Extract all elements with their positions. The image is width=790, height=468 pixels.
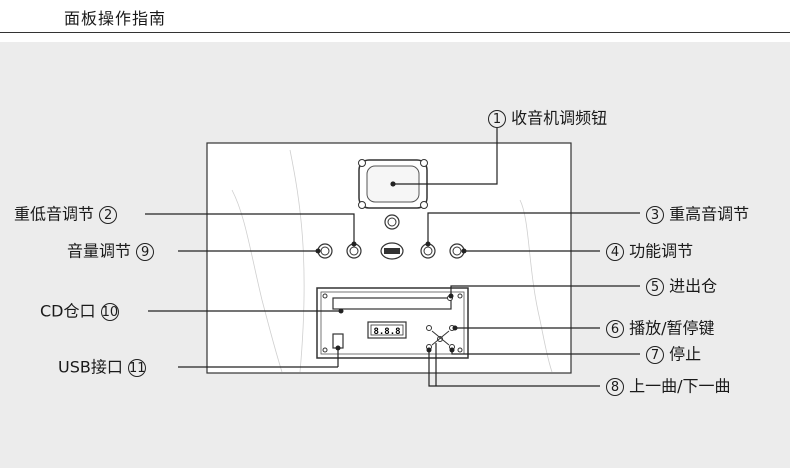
led-readout: 8.8.8 xyxy=(373,327,400,337)
callout-treble: 3 重高音调节 xyxy=(646,204,749,225)
callout-text: 播放/暂停键 xyxy=(629,318,715,338)
callout-text: 重低音调节 xyxy=(14,204,95,224)
tuning-knob xyxy=(384,214,400,230)
function-knob xyxy=(449,243,465,259)
callout-number: 10 xyxy=(100,302,119,321)
leader-lines xyxy=(145,128,640,387)
callout-play-pause: 6 播放/暂停键 xyxy=(606,318,715,339)
volume-knob xyxy=(317,243,333,259)
callout-number: 3 xyxy=(646,205,664,224)
callout-text: 停止 xyxy=(669,344,702,364)
callout-number: 7 xyxy=(646,345,664,364)
wood-grain-decoration xyxy=(231,149,553,373)
callout-text: 进出仓 xyxy=(669,276,718,296)
callout-number: 9 xyxy=(136,242,155,261)
callout-text: 收音机调频钮 xyxy=(511,108,608,128)
callout-number: 6 xyxy=(606,319,624,338)
callout-stop: 7 停止 xyxy=(646,344,701,365)
callout-bass: 重低音调节 2 xyxy=(14,204,118,225)
page-title: 面板操作指南 xyxy=(64,9,167,28)
logo-badge xyxy=(380,242,404,260)
cd-slot xyxy=(332,297,452,310)
title-divider xyxy=(0,32,790,33)
callout-prev-next: 8 上一曲/下一曲 xyxy=(606,376,731,397)
leader-dots xyxy=(315,181,467,353)
callout-text: 重高音调节 xyxy=(669,204,750,224)
callout-number: 1 xyxy=(488,109,506,128)
callout-volume: 音量调节 9 xyxy=(67,241,155,262)
led-display xyxy=(367,321,407,339)
callout-number: 8 xyxy=(606,377,624,396)
callout-text: 音量调节 xyxy=(67,241,132,261)
callout-text: 上一曲/下一曲 xyxy=(629,376,731,396)
callout-number: 5 xyxy=(646,277,664,296)
callout-function: 4 功能调节 xyxy=(606,241,693,262)
control-button-cluster xyxy=(426,295,455,350)
callout-text: 功能调节 xyxy=(629,241,694,261)
callout-number: 2 xyxy=(99,205,118,224)
callout-number: 4 xyxy=(606,242,624,261)
callout-usb: USB接口 11 xyxy=(58,357,146,378)
callout-number: 11 xyxy=(127,358,146,377)
treble-knob xyxy=(420,243,436,259)
callout-text: CD仓口 xyxy=(40,301,96,321)
callout-text: USB接口 xyxy=(58,357,123,377)
callout-cd-slot: CD仓口 10 xyxy=(40,301,119,322)
callout-tuning-knob: 1 收音机调频钮 xyxy=(488,108,607,129)
bass-knob xyxy=(346,243,362,259)
callout-eject: 5 进出仓 xyxy=(646,276,717,297)
